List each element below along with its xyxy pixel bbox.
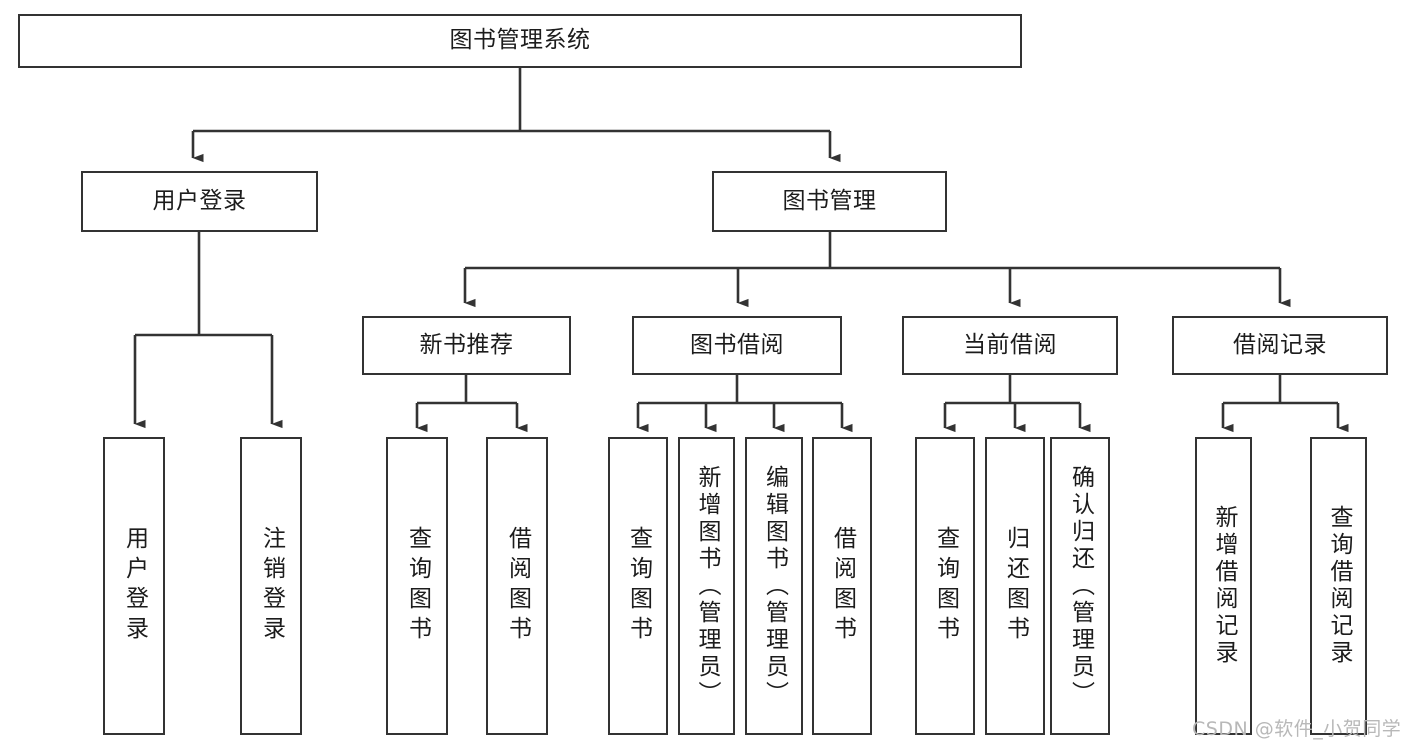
node-label: 查询图书 [404,526,431,646]
node-label: 编辑图书（管理员） [761,464,788,708]
node-label: 确认归还（管理员） [1067,464,1094,708]
leaf-recommend-borrow-book[interactable]: 借阅图书 [486,437,548,735]
leaf-borrow-add-book-admin[interactable]: 新增图书（管理员） [678,437,735,735]
node-label: 借阅图书 [504,526,531,646]
leaf-record-add-record[interactable]: 新增借阅记录 [1195,437,1252,735]
node-current-borrow[interactable]: 当前借阅 [902,316,1118,375]
node-label: 图书管理系统 [449,27,591,54]
leaf-borrow-borrow-book[interactable]: 借阅图书 [812,437,872,735]
leaf-current-query-book[interactable]: 查询图书 [915,437,975,735]
leaf-user-login-login[interactable]: 用户登录 [103,437,165,735]
leaf-borrow-query-book[interactable]: 查询图书 [608,437,668,735]
node-label: 新增图书（管理员） [694,464,720,708]
node-label: 查询图书 [625,526,652,646]
leaf-current-return-book[interactable]: 归还图书 [985,437,1045,735]
node-book-borrow[interactable]: 图书借阅 [632,316,842,375]
node-label: 新书推荐 [419,331,514,358]
node-user-login[interactable]: 用户登录 [81,171,318,232]
leaf-recommend-query-book[interactable]: 查询图书 [386,437,448,735]
node-label: 归还图书 [1002,526,1029,646]
node-label: 当前借阅 [963,331,1057,358]
leaf-borrow-edit-book-admin[interactable]: 编辑图书（管理员） [745,437,803,735]
leaf-record-query-record[interactable]: 查询借阅记录 [1310,437,1367,735]
leaf-current-confirm-return-admin[interactable]: 确认归还（管理员） [1050,437,1110,735]
csdn-watermark: CSDN @软件_小贺同学 [1192,718,1402,740]
node-book-management[interactable]: 图书管理 [712,171,947,232]
leaf-user-login-logout[interactable]: 注销登录 [240,437,302,735]
node-label: 新增借阅记录 [1211,505,1237,667]
node-borrow-record[interactable]: 借阅记录 [1172,316,1388,375]
node-label: 查询借阅记录 [1326,505,1352,667]
node-label: 图书管理 [782,187,877,214]
node-new-book-recommend[interactable]: 新书推荐 [362,316,571,375]
node-label: 注销登录 [258,526,285,646]
node-label: 用户登录 [121,526,148,646]
node-label: 借阅记录 [1233,331,1327,358]
node-label: 借阅图书 [829,526,856,646]
node-label: 查询图书 [932,526,959,646]
node-label: 用户登录 [152,187,247,214]
node-root-system[interactable]: 图书管理系统 [18,14,1022,68]
node-label: 图书借阅 [690,331,784,358]
